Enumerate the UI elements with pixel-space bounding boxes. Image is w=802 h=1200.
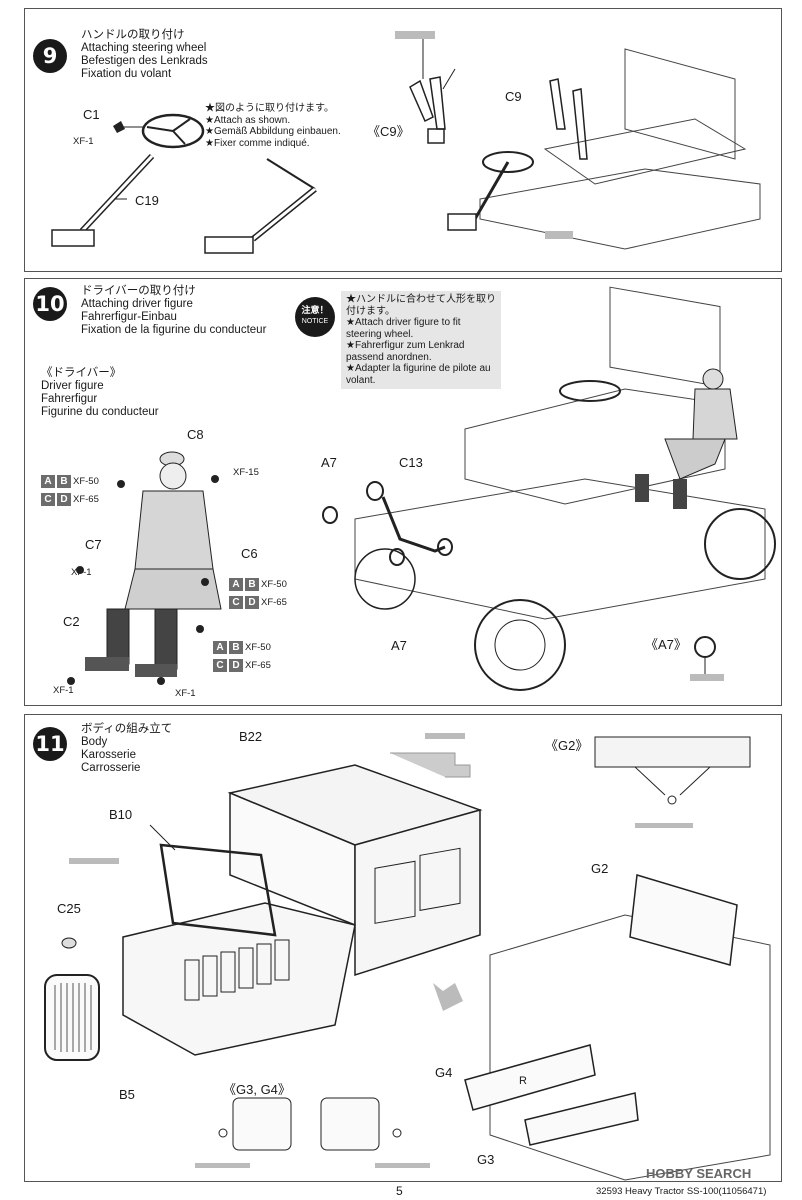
title-de: Fahrerfigur-Einbau — [81, 311, 177, 323]
paint-xf50: XF-50 — [245, 642, 271, 653]
part-label-c25: C25 — [57, 901, 81, 916]
part-label-b10: B10 — [109, 807, 133, 822]
note-de: ★Gemäß Abbildung einbauen. — [205, 126, 341, 137]
detail-label-g3-g4: 《G3, G4》 — [223, 1082, 291, 1097]
paint-c8-cd: C D XF-65 — [41, 493, 99, 506]
paint-c2-cd: C D XF-65 — [213, 659, 271, 672]
step-10-panel: 10 ドライバーの取り付け Attaching driver figure Fa… — [24, 278, 782, 706]
part-label-a7-bottom: A7 — [391, 638, 407, 653]
box-a: A — [229, 578, 243, 591]
title-en: Attaching steering wheel — [81, 42, 207, 54]
detail-label-g2: 《G2》 — [545, 738, 589, 753]
paint-c8-ab: A B XF-50 — [41, 475, 99, 488]
detail-label-a7: 《A7》 — [645, 637, 687, 652]
paint-xf1: XF-1 — [73, 136, 94, 147]
notice-badge: 注意！ NOTICE — [295, 297, 335, 337]
part-label-c8: C8 — [187, 427, 204, 442]
notice-ja: ★ハンドルに合わせて人形を取り付けます。 — [346, 294, 496, 317]
step-number: 11 — [33, 727, 67, 761]
steering-wheel-parts-illustration — [51, 31, 761, 254]
title-en: Attaching driver figure — [81, 298, 193, 310]
part-label-a7-top: A7 — [321, 455, 337, 470]
notice-en: ★Attach driver figure to fit steering wh… — [346, 317, 461, 340]
paint-xf50: XF-50 — [73, 476, 99, 487]
driver-figure-illustration — [67, 286, 776, 691]
title-de: Karosserie — [81, 749, 136, 761]
part-label-c6: C6 — [241, 546, 258, 561]
part-label-g2: G2 — [591, 861, 609, 876]
box-c: C — [229, 596, 243, 609]
part-label-c7: C7 — [85, 537, 102, 552]
paint-c6-ab: A B XF-50 — [229, 578, 287, 591]
paint-xf1-hand: XF-1 — [71, 567, 92, 578]
box-c: C — [41, 493, 55, 506]
page-number: 5 — [396, 1184, 403, 1198]
note-ja: ★図のように取り付けます。 — [205, 103, 334, 114]
paint-xf65: XF-65 — [73, 494, 99, 505]
step-title: ドライバーの取り付け Attaching driver figure Fahre… — [81, 285, 266, 337]
detail-label-c9: 《C9》 — [367, 124, 410, 139]
title-ja: ハンドルの取り付け — [81, 29, 185, 41]
box-d: D — [245, 596, 259, 609]
driver-fr: Figurine du conducteur — [41, 406, 159, 418]
box-c: C — [213, 659, 227, 672]
driver-en: Driver figure — [41, 380, 104, 392]
part-label-b5: B5 — [119, 1087, 135, 1102]
part-label-c9: C9 — [505, 89, 522, 104]
part-label-c19: C19 — [135, 193, 159, 208]
title-de: Befestigen des Lenkrads — [81, 55, 208, 67]
step-number: 9 — [33, 39, 67, 73]
box-b: B — [57, 475, 71, 488]
part-label-g4: G4 — [435, 1065, 453, 1080]
paint-xf65: XF-65 — [245, 660, 271, 671]
paint-xf15: XF-15 — [233, 467, 259, 478]
note-fr: ★Fixer comme indiqué. — [205, 137, 310, 149]
driver-figure-heading: 《ドライバー》 Driver figure Fahrerfigur Figuri… — [41, 367, 159, 419]
step-11-panel: 11 ボディの組み立て Body Karosserie Carrosserie — [24, 714, 782, 1182]
step-10-notice: ★ハンドルに合わせて人形を取り付けます。 ★Attach driver figu… — [341, 291, 501, 389]
driver-de: Fahrerfigur — [41, 393, 98, 405]
driver-ja: 《ドライバー》 — [41, 367, 122, 379]
title-fr: Fixation de la figurine du conducteur — [81, 324, 267, 336]
title-ja: ボディの組み立て — [81, 723, 173, 735]
paint-xf50: XF-50 — [261, 579, 287, 590]
title-en: Body — [81, 736, 108, 748]
box-d: D — [229, 659, 243, 672]
notice-fr: ★Adapter la figurine de pilote au volant… — [346, 363, 491, 386]
note-en: ★Attach as shown. — [205, 114, 291, 126]
body-assembly-illustration — [44, 733, 771, 1181]
box-d: D — [57, 493, 71, 506]
box-b: B — [245, 578, 259, 591]
part-label-c2: C2 — [63, 614, 80, 629]
paint-c6-cd: C D XF-65 — [229, 596, 287, 609]
notice-badge-en: NOTICE — [301, 318, 329, 325]
watermark: HOBBY SEARCH — [646, 1166, 752, 1181]
box-b: B — [229, 641, 243, 654]
paint-xf1-right-boot: XF-1 — [175, 688, 196, 699]
box-a: A — [41, 475, 55, 488]
step-title: ハンドルの取り付け Attaching steering wheel Befes… — [81, 29, 208, 81]
part-label-b22: B22 — [239, 729, 263, 744]
part-label-g3: G3 — [477, 1152, 495, 1167]
step-9-panel: 9 ハンドルの取り付け Attaching steering wheel Bef… — [24, 8, 782, 272]
part-side-r: R — [519, 1075, 527, 1087]
paint-xf1-left-boot: XF-1 — [53, 685, 74, 696]
part-label-c13: C13 — [399, 455, 423, 470]
notice-badge-ja: 注意！ — [301, 305, 329, 315]
part-label-c1: C1 — [83, 107, 100, 122]
step-number: 10 — [33, 287, 67, 321]
title-ja: ドライバーの取り付け — [81, 285, 196, 297]
title-fr: Carrosserie — [81, 762, 141, 774]
box-a: A — [213, 641, 227, 654]
product-code: 32593 Heavy Tractor SS-100(11056471) — [596, 1186, 767, 1197]
paint-c2-ab: A B XF-50 — [213, 641, 271, 654]
notice-de: ★Fahrerfigur zum Lenkrad passend anordne… — [346, 340, 465, 363]
paint-xf65: XF-65 — [261, 597, 287, 608]
title-fr: Fixation du volant — [81, 68, 172, 80]
step-9-note: ★図のように取り付けます。 ★Attach as shown. ★Gemäß A… — [205, 103, 341, 149]
step-title: ボディの組み立て Body Karosserie Carrosserie — [81, 723, 172, 775]
